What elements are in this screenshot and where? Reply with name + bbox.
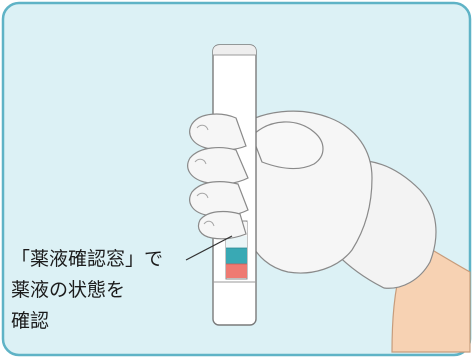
caption-line-1: 「薬液確認窓」で	[11, 248, 164, 270]
caption-line-3: 確認	[11, 310, 50, 332]
glove-thumb	[251, 121, 324, 170]
window-caption: 「薬液確認窓」で 薬液の状態を 確認	[11, 244, 211, 337]
callout-line	[185, 235, 233, 261]
window-band-coral	[226, 264, 247, 278]
window-band-teal	[226, 248, 247, 264]
glove-fingers	[187, 113, 249, 240]
caption-line-2: 薬液の状態を	[11, 279, 126, 301]
